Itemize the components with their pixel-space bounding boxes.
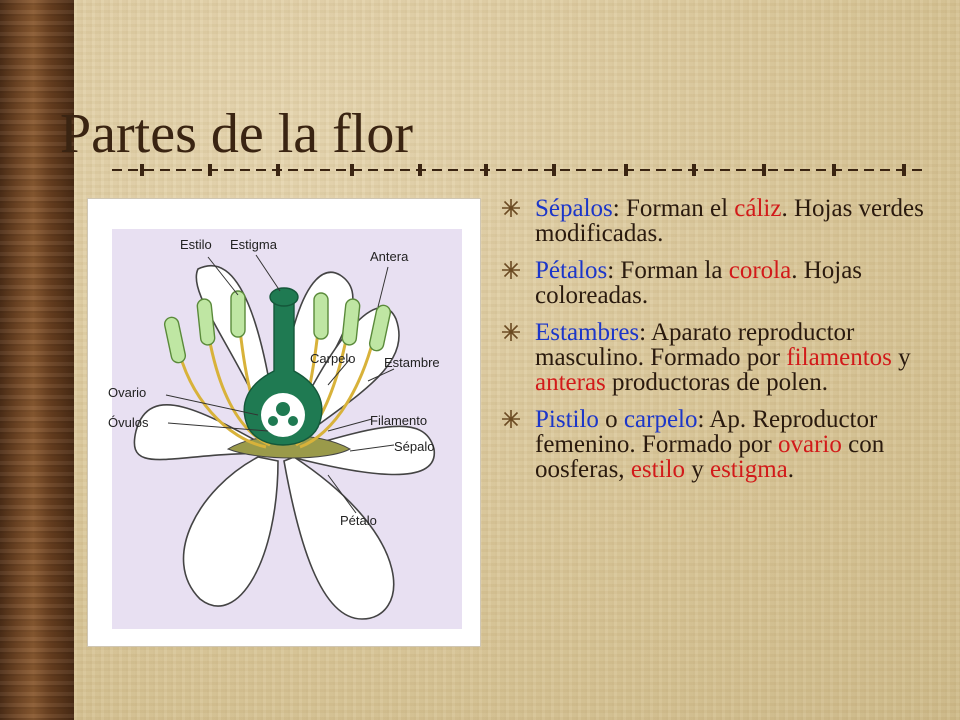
bullet-list: Sépalos: Forman el cáliz. Hojas verdes m…	[502, 196, 942, 494]
star-burst-icon	[502, 410, 520, 428]
wood-side-bar	[0, 0, 74, 720]
bullet-sepalos: Sépalos: Forman el cáliz. Hojas verdes m…	[502, 196, 942, 246]
label-carpelo: Carpelo	[310, 351, 356, 366]
star-burst-icon	[502, 323, 520, 341]
star-burst-icon	[502, 199, 520, 217]
term-petalos: Pétalos	[535, 257, 608, 284]
highlight-corola: corola	[728, 257, 792, 284]
flower-diagram-figure: Estilo Estigma Antera Carpelo Estambre O…	[88, 199, 480, 646]
highlight-estilo: estilo	[630, 456, 685, 483]
term-carpelo: carpelo	[623, 406, 698, 433]
label-ovario: Ovario	[108, 385, 146, 400]
term-pistilo: Pistilo	[535, 406, 599, 433]
label-sepalo: Sépalo	[394, 439, 434, 454]
bullet-estambres: Estambres: Aparato reproductor masculino…	[502, 320, 942, 395]
pistil	[243, 287, 323, 446]
slide-title: Partes de la flor	[60, 103, 413, 165]
highlight-anteras: anteras	[535, 369, 606, 396]
term-estambres: Estambres	[535, 319, 640, 346]
label-filamento: Filamento	[370, 413, 427, 428]
star-burst-icon	[502, 261, 520, 279]
highlight-filamentos: filamentos	[786, 344, 892, 371]
bullet-petalos: Pétalos: Forman la corola. Hojas colorea…	[502, 258, 942, 308]
label-petalo: Pétalo	[340, 513, 377, 528]
label-estigma: Estigma	[230, 237, 278, 252]
leader-lines	[165, 254, 395, 514]
highlight-caliz: cáliz	[734, 195, 782, 222]
title-divider	[112, 164, 928, 176]
label-estilo: Estilo	[180, 237, 212, 252]
anthers	[163, 290, 392, 364]
highlight-estigma: estigma	[709, 456, 788, 483]
bullet-pistilo: Pistilo o carpelo: Ap. Reproductor femen…	[502, 407, 942, 482]
highlight-ovario: ovario	[778, 431, 842, 458]
label-antera: Antera	[370, 249, 409, 264]
term-sepalos: Sépalos	[535, 195, 613, 222]
label-ovulos: Óvulos	[108, 415, 149, 430]
flower-diagram: Estilo Estigma Antera Carpelo Estambre O…	[108, 229, 462, 629]
label-estambre: Estambre	[384, 355, 440, 370]
